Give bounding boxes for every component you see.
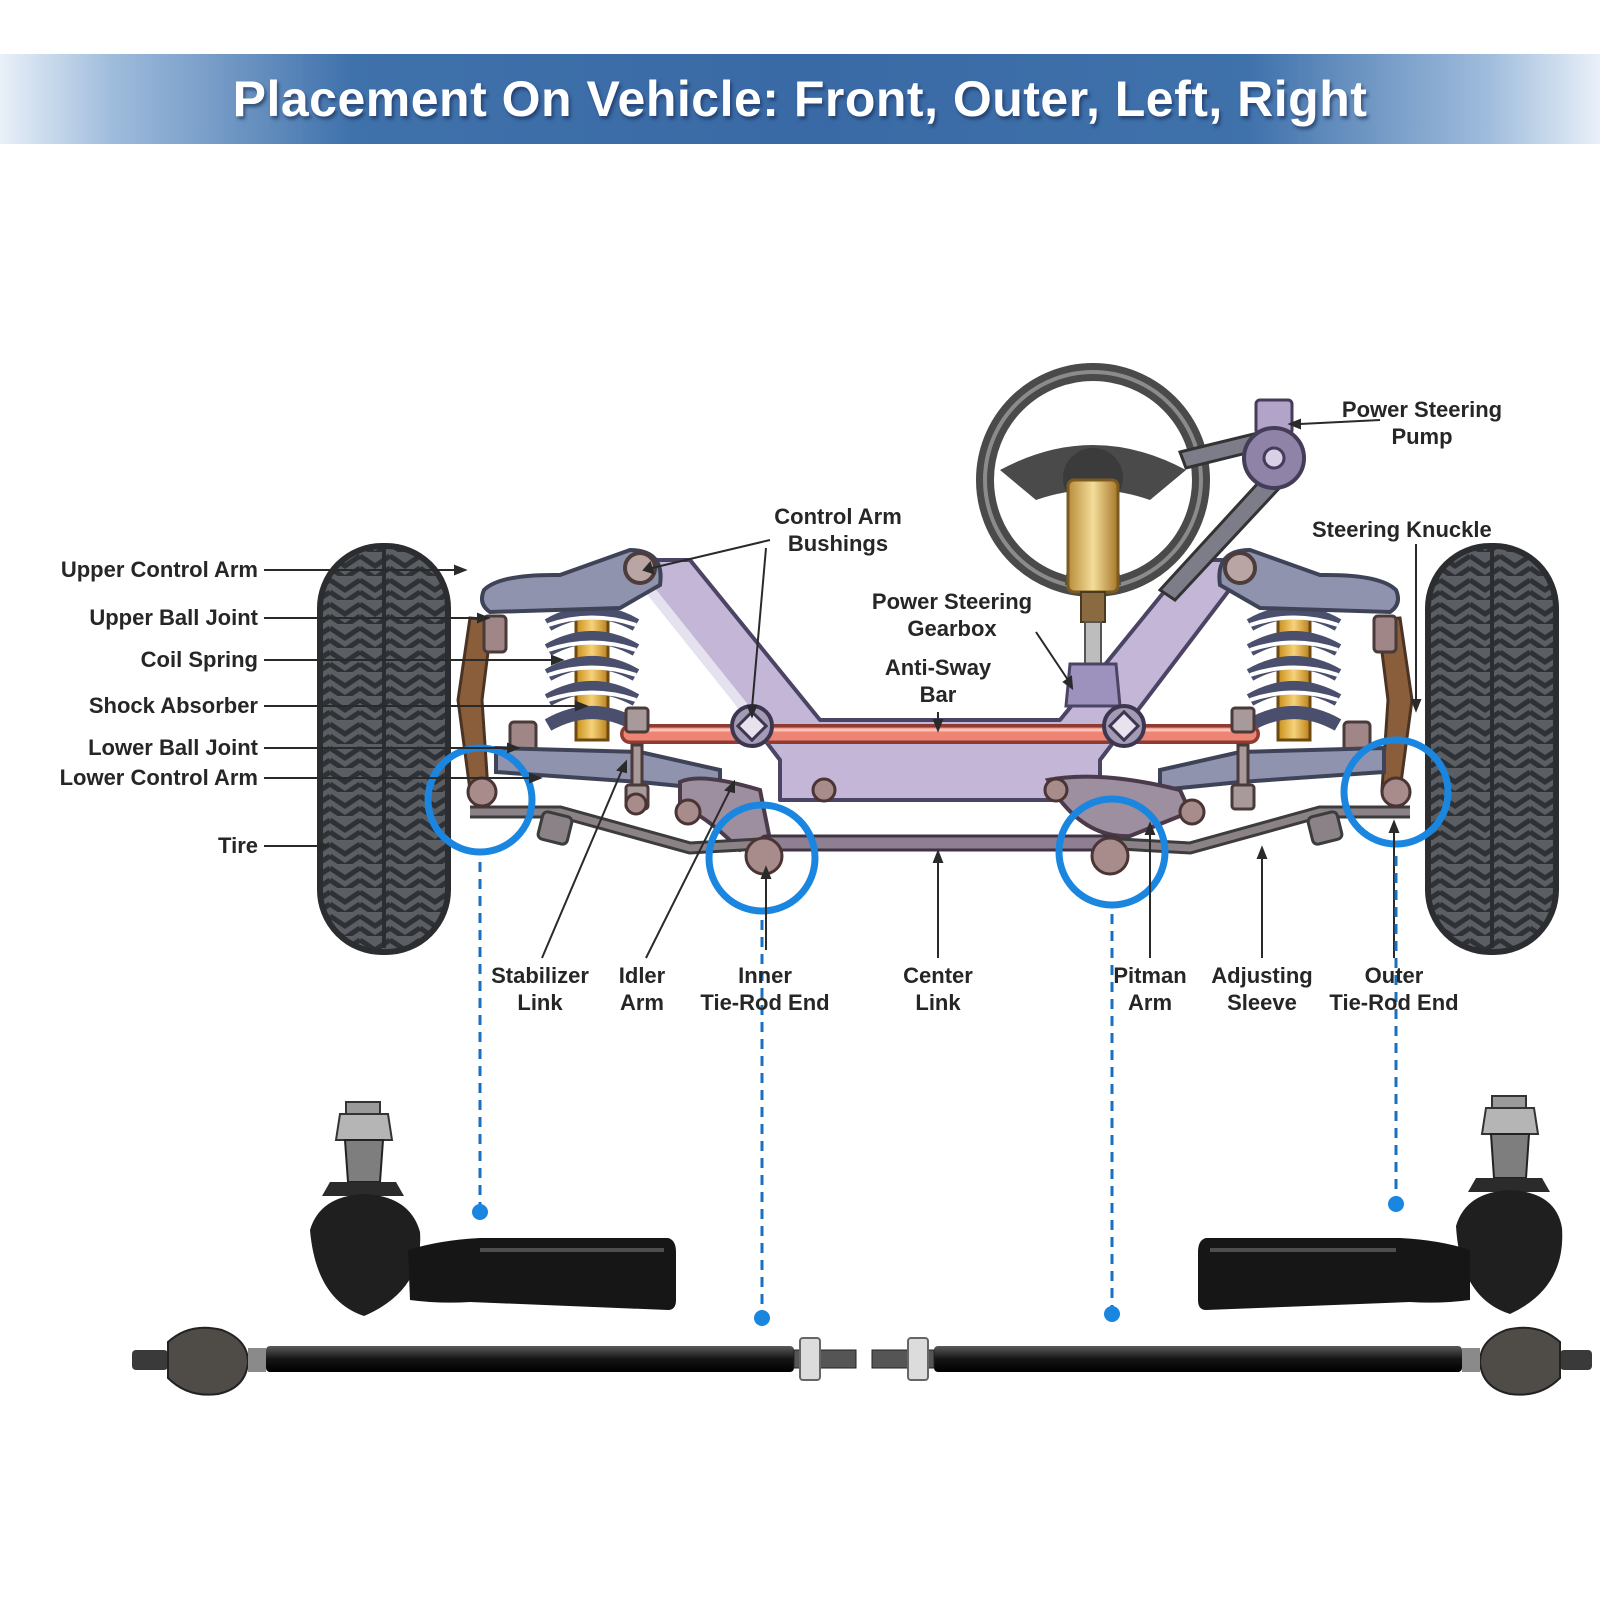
label-lower-ball-joint: Lower Ball Joint — [88, 735, 258, 760]
label-shock-absorber: Shock Absorber — [88, 693, 258, 718]
page-title: Placement On Vehicle: Front, Outer, Left… — [232, 71, 1368, 127]
right-coil-spring — [1246, 606, 1342, 742]
label-lower-control-arm: Lower Control Arm — [59, 765, 258, 790]
highlight-circles — [424, 736, 1452, 915]
right-upper-control-arm — [1217, 547, 1400, 615]
label-coil-spring: Coil Spring — [140, 647, 258, 672]
label-upper-control-arm: Upper Control Arm — [60, 557, 258, 582]
dashed-connectors — [478, 856, 1398, 1316]
right-outer-tie-rod-end — [1198, 1095, 1563, 1314]
right-inner-tie-rod — [871, 1326, 1592, 1396]
left-inner-tie-rod — [132, 1326, 857, 1396]
leader-lines — [264, 418, 1422, 959]
label-tire: Tire — [218, 833, 258, 858]
right-tire — [1425, 543, 1559, 955]
label-steering-knuckle: Steering Knuckle — [1312, 517, 1492, 542]
left-outer-tie-rod-end — [310, 1101, 676, 1316]
title-banner: Placement On Vehicle: Front, Outer, Left… — [0, 54, 1600, 144]
left-coil-spring — [544, 606, 640, 742]
label-upper-ball-joint: Upper Ball Joint — [89, 605, 258, 630]
left-upper-control-arm — [480, 547, 663, 615]
power-steering-pump — [1157, 398, 1306, 602]
steering-wheel — [976, 363, 1210, 708]
pitman-arm — [1044, 774, 1193, 839]
